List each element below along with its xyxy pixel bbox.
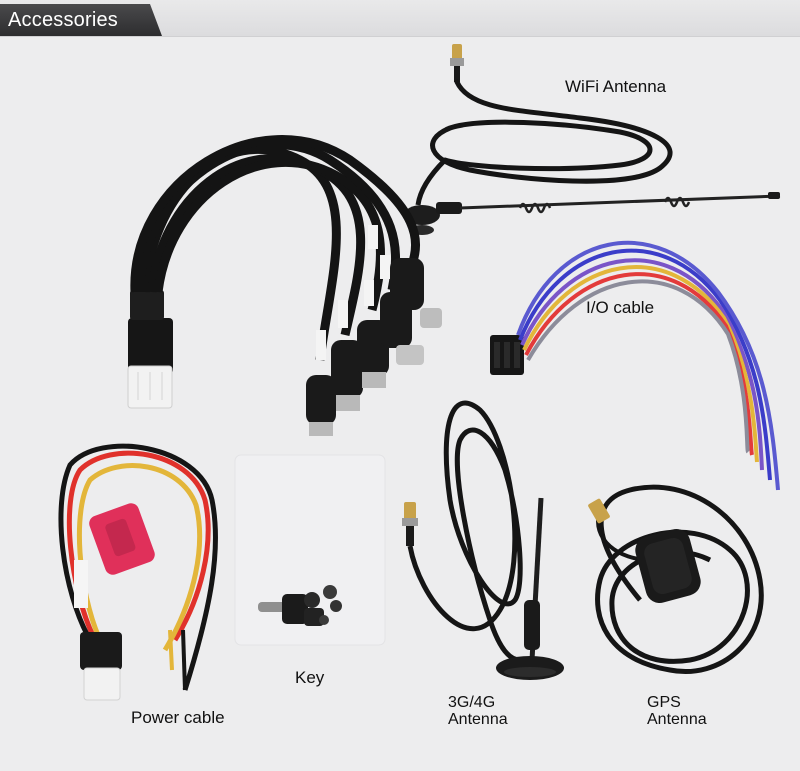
page-title: Accessories <box>8 9 119 31</box>
antenna-3g4g-image <box>402 400 564 680</box>
power-cable-label: Power cable <box>131 708 225 727</box>
gps-antenna-label: GPS Antenna <box>647 694 707 728</box>
key-bag-image <box>234 454 386 646</box>
antenna-3g4g-label-line2: Antenna <box>448 711 508 728</box>
io-cable-image <box>490 241 780 491</box>
gps-antenna-image <box>588 484 764 674</box>
power-cable-image <box>58 443 218 701</box>
gps-antenna-label-line2: Antenna <box>647 711 707 728</box>
header-tab <box>0 4 162 36</box>
antenna-3g4g-label: 3G/4G Antenna <box>448 694 508 728</box>
key-label: Key <box>295 668 325 687</box>
wifi-antenna-image <box>404 44 781 235</box>
antenna-3g4g-label-line1: 3G/4G <box>448 694 496 711</box>
av-cable-harness-image <box>127 135 442 436</box>
gps-antenna-label-line1: GPS <box>647 694 681 711</box>
wifi-antenna-label: WiFi Antenna <box>565 77 667 96</box>
header-bar: Accessories <box>0 0 800 37</box>
io-cable-label: I/O cable <box>586 298 655 317</box>
